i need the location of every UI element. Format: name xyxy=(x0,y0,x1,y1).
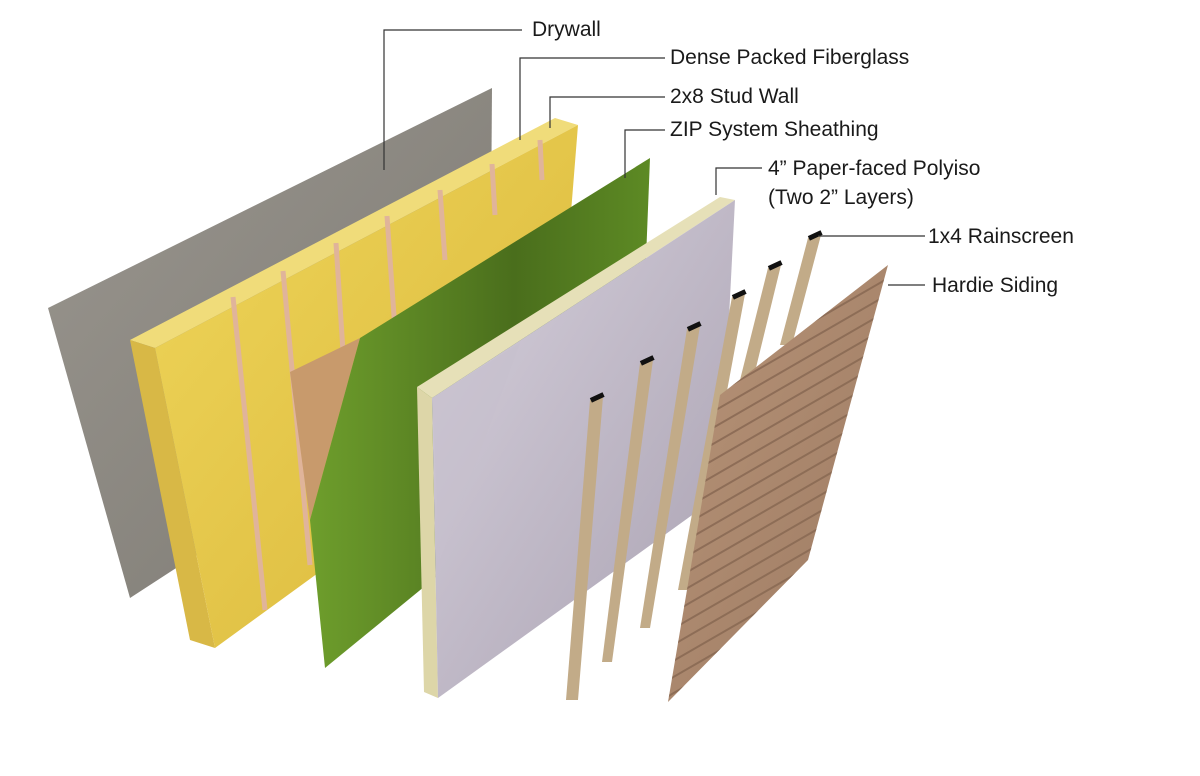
rainscreen-layer xyxy=(566,230,823,700)
polyiso-layer xyxy=(417,197,735,698)
label-fiberglass: Dense Packed Fiberglass xyxy=(670,46,910,69)
label-drywall: Drywall xyxy=(532,18,601,41)
label-siding: Hardie Siding xyxy=(932,274,1059,297)
label-stud-wall: 2x8 Stud Wall xyxy=(670,85,799,108)
label-polyiso: 4” Paper-faced Polyiso xyxy=(768,157,981,180)
siding-layer xyxy=(668,265,888,702)
label-polyiso-line2: (Two 2” Layers) xyxy=(768,186,914,209)
label-zip-sheathing: ZIP System Sheathing xyxy=(670,118,879,141)
leader-lines xyxy=(383,29,925,286)
label-rainscreen: 1x4 Rainscreen xyxy=(928,225,1074,248)
